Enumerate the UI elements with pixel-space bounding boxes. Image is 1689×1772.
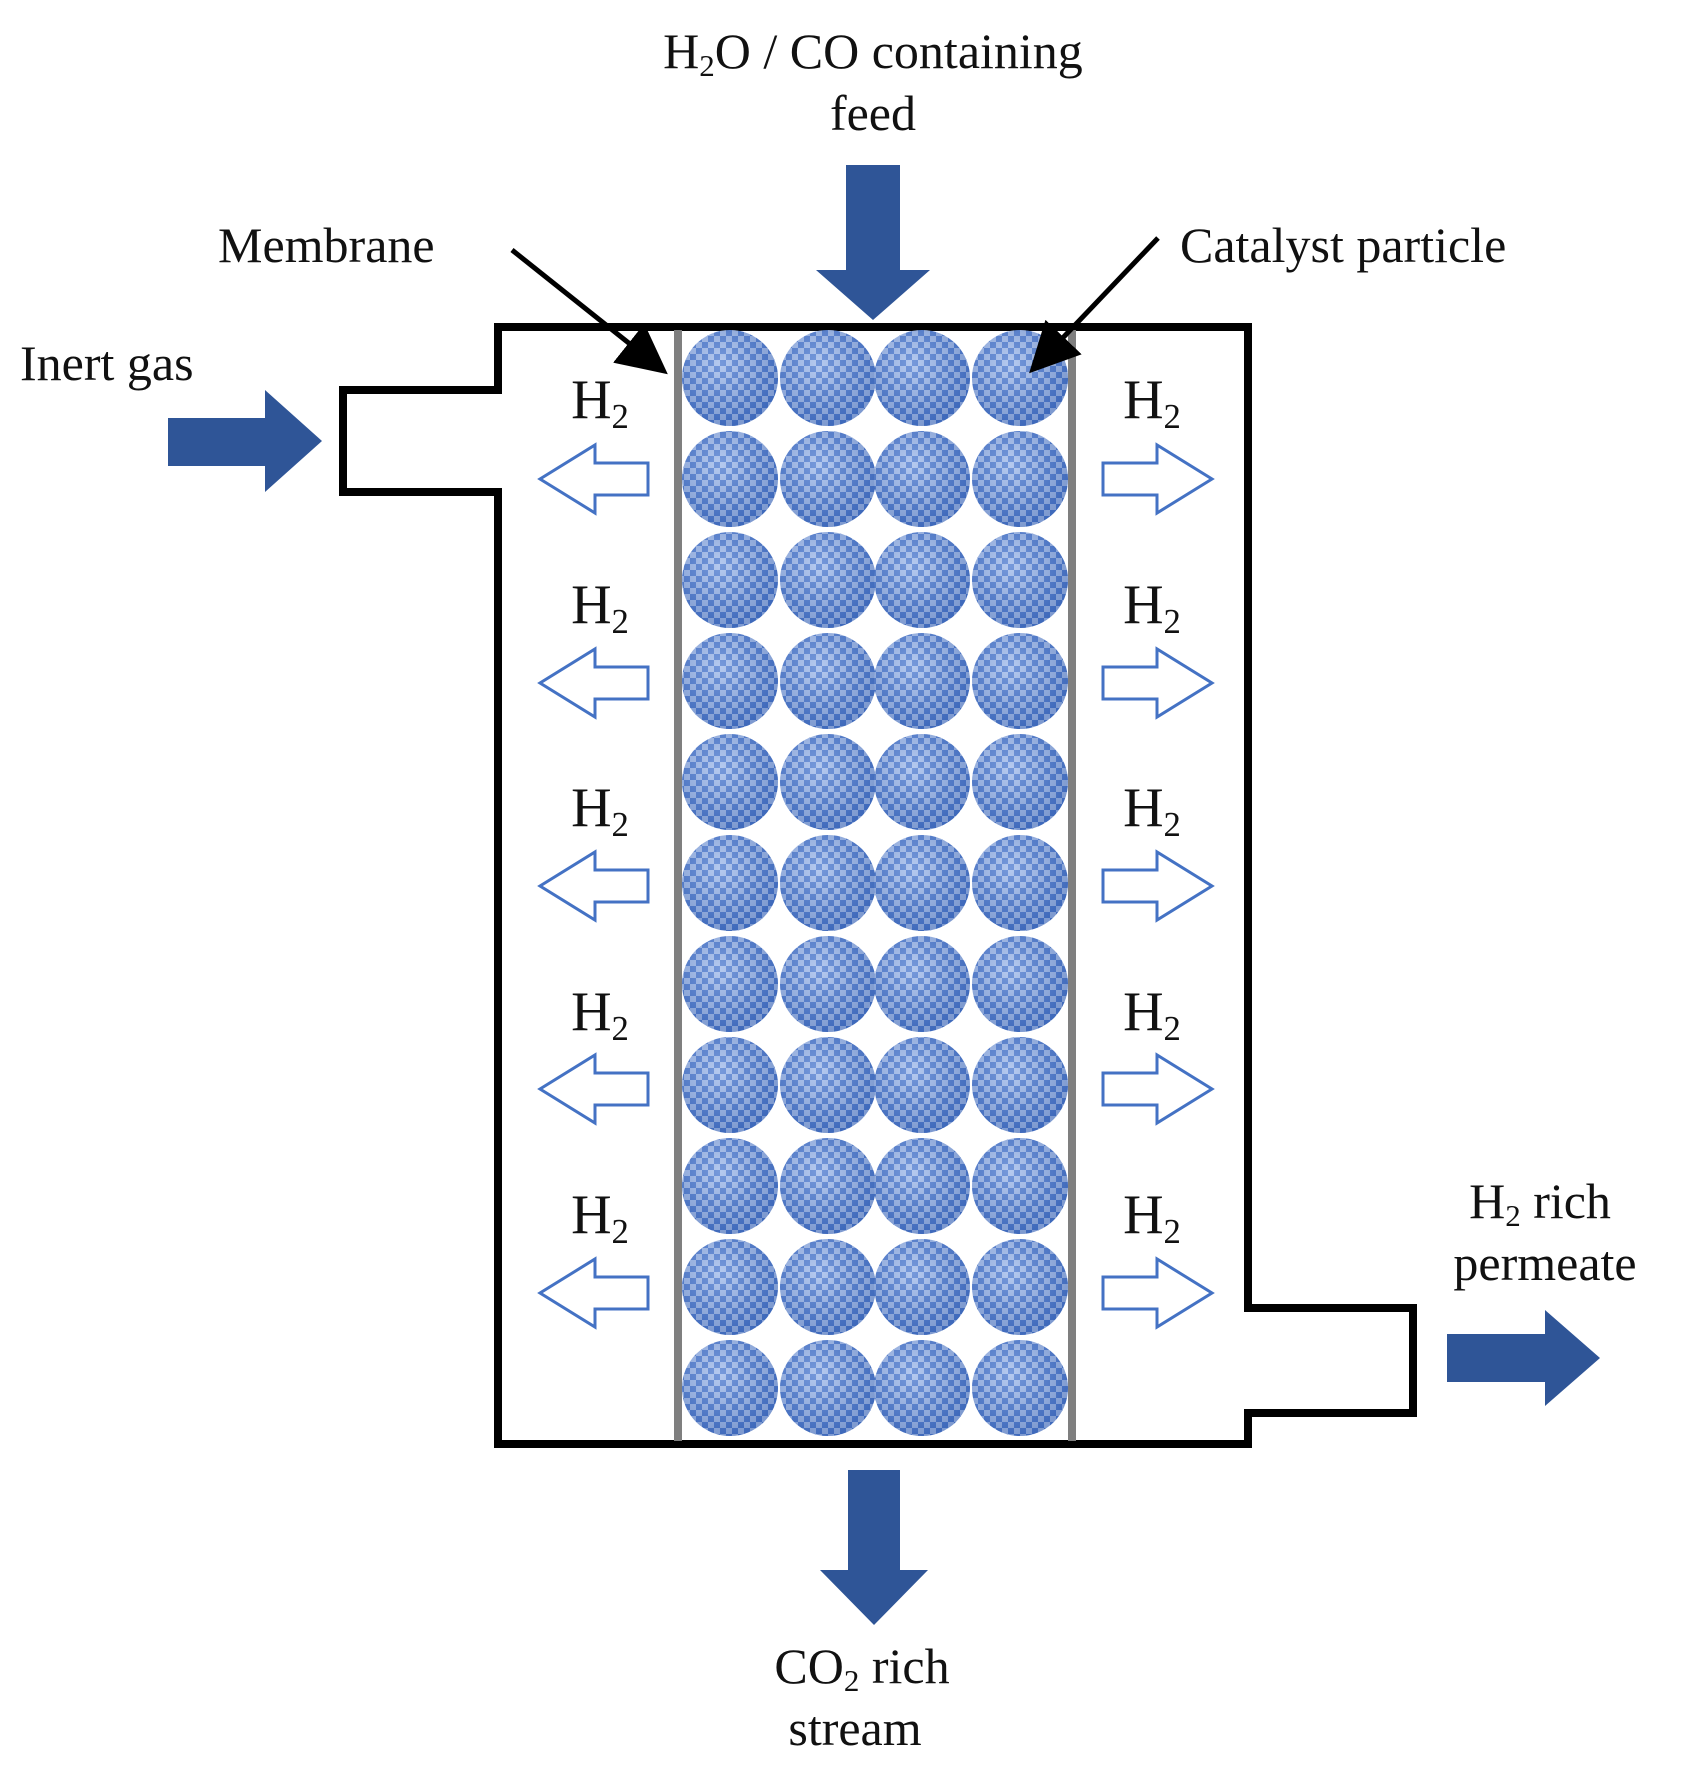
h2-label-left: H2 (571, 1184, 629, 1251)
h2-label-left: H2 (571, 369, 629, 436)
catalyst-particle-shading (682, 330, 778, 426)
catalyst-particle-shading (874, 532, 970, 628)
catalyst-particle-shading (682, 633, 778, 729)
catalyst-pointer-arrow (1029, 236, 1160, 374)
catalyst-particle-shading (972, 1239, 1068, 1335)
catalyst-particle-shading (972, 1138, 1068, 1234)
catalyst-particle-shading (780, 835, 876, 931)
catalyst-particle-shading (972, 532, 1068, 628)
h2-permeation-arrow-left (537, 442, 650, 516)
h2-label-left: H2 (571, 574, 629, 641)
catalyst-particle-shading (972, 633, 1068, 729)
catalyst-particle-shading (874, 936, 970, 1032)
inert-gas-label: Inert gas (20, 335, 194, 391)
membrane-label: Membrane (218, 217, 435, 273)
h2-label-right: H2 (1123, 981, 1181, 1048)
reactor-shell (339, 323, 1417, 1448)
catalyst-particle-shading (874, 330, 970, 426)
inert-gas-inlet-arrow (168, 390, 322, 492)
catalyst-particle-shading (780, 1239, 876, 1335)
membrane-pointer-arrow (510, 248, 668, 375)
catalyst-particle-shading (972, 1037, 1068, 1133)
h2-permeation-arrow-right (1101, 1256, 1215, 1330)
h2-permeation-arrow-right (1101, 442, 1215, 516)
h2-permeation-arrow-right (1101, 1052, 1215, 1126)
catalyst-particle-shading (874, 431, 970, 527)
catalyst-particle-shading (780, 936, 876, 1032)
catalyst-particle-shading (780, 431, 876, 527)
h2-label-left: H2 (571, 981, 629, 1048)
catalyst-particle-shading (972, 835, 1068, 931)
catalyst-particle-shading (682, 936, 778, 1032)
catalyst-particle-shading (972, 936, 1068, 1032)
catalyst-particle-shading (780, 633, 876, 729)
retentate-label: CO2 rich (774, 1638, 949, 1698)
catalyst-particle-shading (972, 734, 1068, 830)
catalyst-particle-shading (682, 532, 778, 628)
catalyst-particle-shading (874, 1037, 970, 1133)
catalyst-particle-shading (682, 835, 778, 931)
catalyst-particle-shading (682, 734, 778, 830)
catalyst-particle-shading (780, 1340, 876, 1436)
catalyst-particle-shading (874, 835, 970, 931)
permeate-label-line2: permeate (1453, 1235, 1636, 1291)
feed-label-line2: feed (830, 85, 916, 141)
catalyst-particle-shading (780, 532, 876, 628)
retentate-outlet-arrow (820, 1470, 928, 1625)
catalyst-particle-shading (972, 431, 1068, 527)
catalyst-particle-shading (972, 1340, 1068, 1436)
catalyst-particle-shading (874, 1340, 970, 1436)
h2-label-right: H2 (1123, 1184, 1181, 1251)
h2-permeation-arrow-left (537, 849, 650, 923)
h2-label-right: H2 (1123, 574, 1181, 641)
h2-permeation-arrow-left (537, 1052, 650, 1126)
permeate-outlet-arrow (1447, 1310, 1600, 1406)
h2-label-right: H2 (1123, 777, 1181, 844)
h2-permeation-arrow-right (1101, 849, 1215, 923)
catalyst-particle-shading (682, 431, 778, 527)
h2-permeation-arrow-left (537, 1256, 650, 1330)
permeate-label: H2 rich (1469, 1173, 1611, 1233)
catalyst-particle-shading (780, 1138, 876, 1234)
catalyst-particle-shading (682, 1239, 778, 1335)
catalyst-particle-shading (874, 1239, 970, 1335)
h2-label-left: H2 (571, 777, 629, 844)
h2-label-right: H2 (1123, 369, 1181, 436)
feed-label: H2O / CO containing (663, 23, 1083, 83)
catalyst-particle-shading (874, 633, 970, 729)
retentate-label-line2: stream (788, 1700, 921, 1756)
catalyst-particle-shading (874, 734, 970, 830)
catalyst-bed (682, 330, 1068, 1436)
catalyst-particle-shading (780, 734, 876, 830)
h2-permeation-arrows (537, 442, 1215, 1330)
catalyst-particle-shading (682, 1340, 778, 1436)
catalyst-particle-shading (780, 1037, 876, 1133)
h2-permeation-arrow-left (537, 646, 650, 720)
catalyst-particle-shading (682, 1037, 778, 1133)
catalyst-particle-shading (682, 1138, 778, 1234)
catalyst-particle-label: Catalyst particle (1180, 217, 1506, 273)
h2-permeation-arrow-right (1101, 646, 1215, 720)
catalyst-particle-shading (780, 330, 876, 426)
feed-inlet-arrow (816, 165, 930, 320)
catalyst-particle-shading (874, 1138, 970, 1234)
